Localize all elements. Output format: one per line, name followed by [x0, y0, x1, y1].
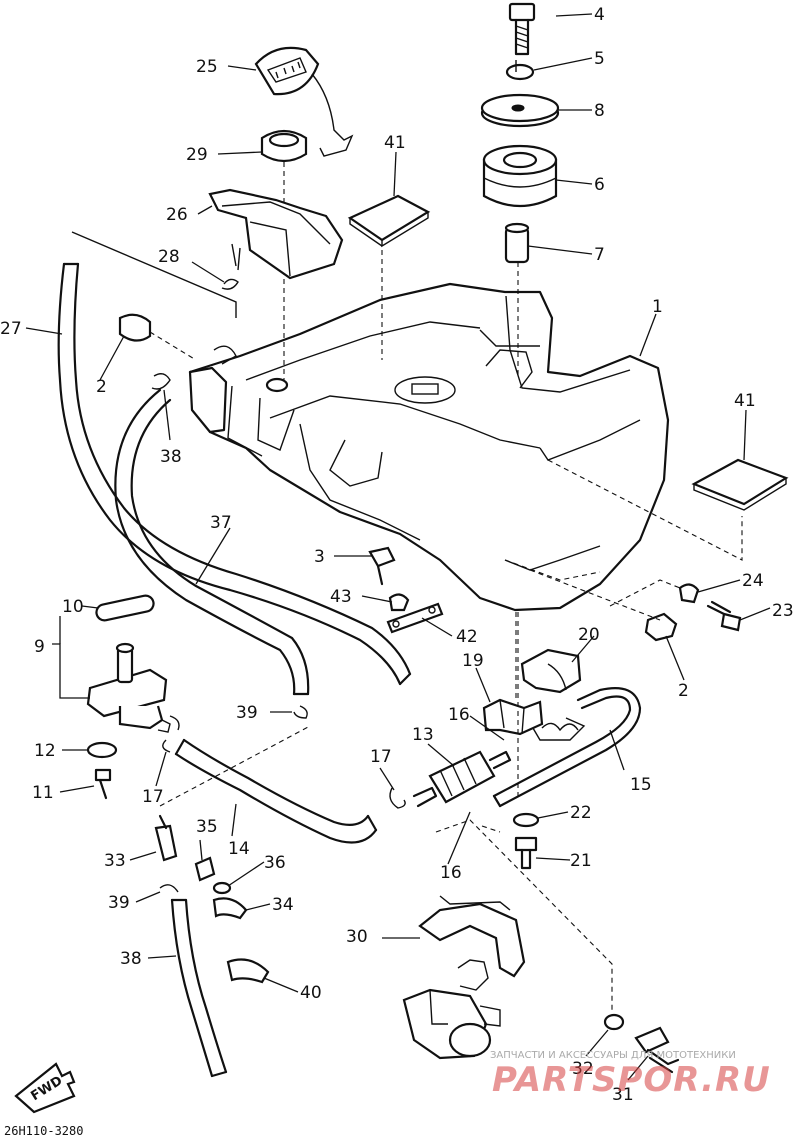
- callout-32: 33: [104, 851, 126, 871]
- callout-6: 6: [594, 175, 605, 195]
- callout-25: 26: [166, 205, 188, 225]
- callout-17-right: 17: [370, 747, 392, 767]
- watermark-logo: PARTSPOR.RU: [492, 1060, 771, 1100]
- callout-2-right: 2: [678, 681, 689, 701]
- fuel-pump-assembly-29: [402, 819, 680, 1074]
- fuel-filter-13: [389, 750, 512, 809]
- callout-15: 15: [630, 775, 652, 795]
- fuel-tank-part-1: [188, 282, 670, 612]
- callout-12: 12: [34, 741, 56, 761]
- callout-14: 14: [228, 839, 250, 859]
- fuel-cap-parts: [208, 46, 354, 380]
- callout-21: 22: [570, 803, 592, 823]
- callout-36: 37: [210, 513, 232, 533]
- callout-9: 9: [34, 637, 45, 657]
- callout-27: 28: [158, 247, 180, 267]
- rubber-pads-41: [347, 194, 789, 561]
- callout-24: 25: [196, 57, 218, 77]
- callout-31: 32: [572, 1059, 594, 1079]
- callout-29: 30: [346, 927, 368, 947]
- callout-5: 5: [594, 49, 605, 69]
- callout-33: 34: [272, 895, 294, 915]
- callout-18: 19: [462, 651, 484, 671]
- callout-42: 42: [456, 627, 478, 647]
- callout-7: 7: [594, 245, 605, 265]
- callout-3: 3: [314, 547, 325, 567]
- callout-26: 27: [0, 319, 22, 339]
- callout-41-right: 41: [734, 391, 756, 411]
- sensor-and-clips: [154, 705, 311, 1078]
- callout-23: 24: [742, 571, 764, 591]
- fasteners-20-21: [512, 612, 540, 870]
- leader-lines: [25, 13, 771, 1081]
- callout-39: 39: [108, 893, 130, 913]
- callout-37: 38: [120, 949, 142, 969]
- callout-28: 29: [186, 145, 208, 165]
- callout-11: 11: [32, 783, 54, 803]
- callout-22: 23: [772, 601, 794, 621]
- callout-10: 10: [62, 597, 84, 617]
- callout-16-top: 16: [448, 705, 470, 725]
- tank-mount-parts: [480, 2, 560, 389]
- callout-34: 35: [196, 817, 218, 837]
- callout-38-bottom: 39: [236, 703, 258, 723]
- front-direction-arrow: FWD: [14, 1062, 76, 1114]
- callout-41-top: 41: [384, 133, 406, 153]
- callout-30: 31: [612, 1085, 634, 1105]
- callout-43: 43: [330, 587, 352, 607]
- callout-4: 4: [594, 5, 605, 25]
- breather-hoses: [57, 231, 412, 696]
- drawing-code: 26H110-3280: [4, 1124, 84, 1138]
- fuel-cock-assembly: [86, 594, 180, 800]
- callout-20: 21: [570, 851, 592, 871]
- watermark-caption: ЗАПЧАСТИ И АКСЕССУАРЫ ДЛЯ МОТОТЕХНИКИ: [490, 1050, 736, 1061]
- callout-35: 36: [264, 853, 286, 873]
- callout-16-bottom: 16: [440, 863, 462, 883]
- callout-40: 40: [300, 983, 322, 1003]
- callout-1: 1: [652, 297, 663, 317]
- callout-13: 13: [412, 725, 434, 745]
- small-fasteners: [368, 546, 742, 642]
- callout-38-top: 38: [160, 447, 182, 467]
- brackets-18-19: [482, 612, 582, 736]
- callout-8: 8: [594, 101, 605, 121]
- callout-numbers: 4 5 8 6 7 1 41 41 25 29 26 28 27 2 38 37…: [0, 5, 794, 1105]
- callout-2-left: 2: [96, 377, 107, 397]
- callout-17-left: 17: [142, 787, 164, 807]
- fuel-hose-14: [162, 738, 378, 844]
- callout-19: 20: [578, 625, 600, 645]
